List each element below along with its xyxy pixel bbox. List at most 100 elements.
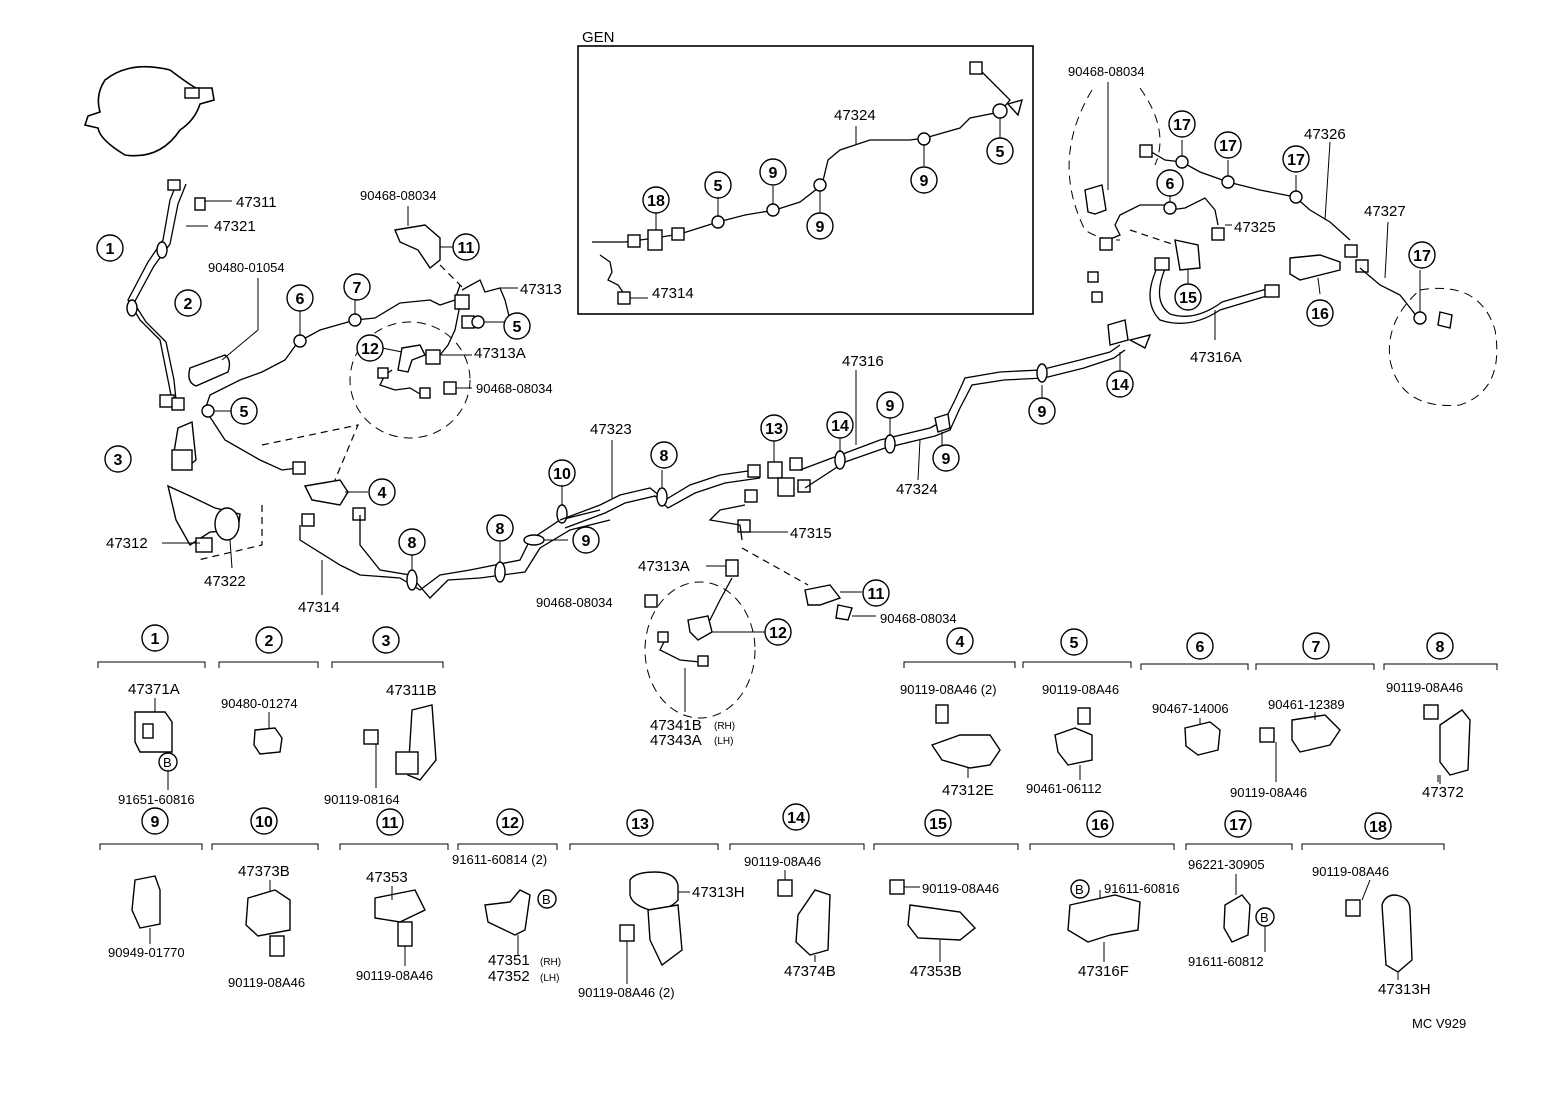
callout-circle-c17b xyxy=(1214,131,1242,159)
callout-circle-c9c xyxy=(1028,397,1056,425)
front-left-pipes xyxy=(126,179,232,411)
callout-number-c3: 3 xyxy=(114,452,123,469)
detail-18-part: 90119-08A46 xyxy=(1312,864,1389,879)
callout-number-g9a: 9 xyxy=(769,165,778,182)
callout-circle-g9b xyxy=(806,212,834,240)
callout-number-d5: 5 xyxy=(1070,635,1079,652)
detail-4-part2: 47312E xyxy=(942,782,994,799)
bracket-11-lower xyxy=(804,584,876,621)
label-47322: 47322 xyxy=(204,573,246,590)
callout-circle-c13 xyxy=(760,414,788,442)
callout-number-g9c: 9 xyxy=(920,173,929,190)
callout-c9c: 9 xyxy=(1028,397,1056,425)
detail-16-part: 91611-60816 xyxy=(1104,881,1180,896)
callout-circle-c5b xyxy=(503,312,531,340)
callout-circle-c12b xyxy=(764,618,792,646)
callout-d13: 13 xyxy=(626,809,654,837)
callout-c17c: 17 xyxy=(1282,145,1310,173)
detail-17-bolt: B xyxy=(1260,910,1269,925)
callout-number-c17d: 17 xyxy=(1413,248,1431,265)
label-90468-08034-b: 90468-08034 xyxy=(476,381,553,396)
callout-d5: 5 xyxy=(1060,628,1088,656)
callout-c17a: 17 xyxy=(1168,110,1196,138)
callout-circle-c1 xyxy=(96,234,124,262)
callout-c7: 7 xyxy=(343,273,371,301)
callout-d12: 12 xyxy=(496,808,524,836)
detail-6-part: 90467-14006 xyxy=(1152,701,1229,716)
callout-number-c17a: 17 xyxy=(1173,117,1191,134)
callout-circle-c11b xyxy=(862,579,890,607)
callout-c12b: 12 xyxy=(764,618,792,646)
label-90480-01054: 90480-01054 xyxy=(208,260,285,275)
label-47311: 47311 xyxy=(236,194,277,211)
callout-circle-c7 xyxy=(343,273,371,301)
callout-number-c9a: 9 xyxy=(582,533,591,550)
callout-g9c: 9 xyxy=(910,166,938,194)
label-47343A: 47343A xyxy=(650,732,702,749)
label-47327: 47327 xyxy=(1364,203,1406,220)
callout-c9a: 9 xyxy=(572,526,600,554)
callout-number-c6: 6 xyxy=(296,291,305,308)
callout-c10: 10 xyxy=(548,459,576,487)
callout-number-c8a: 8 xyxy=(408,535,417,552)
main-pipe-left xyxy=(201,284,461,471)
callout-c9d: 9 xyxy=(932,444,960,472)
callout-number-c17c: 17 xyxy=(1287,152,1305,169)
detail-12-part3-side: (LH) xyxy=(540,973,559,984)
callout-number-d13: 13 xyxy=(631,816,649,833)
detail-7-part: 90461-12389 xyxy=(1268,697,1345,712)
callout-d6: 6 xyxy=(1186,632,1214,660)
detail-9-part: 90949-01770 xyxy=(108,945,185,960)
callout-circle-d10 xyxy=(250,807,278,835)
callout-c6r: 6 xyxy=(1156,169,1184,197)
callout-circle-d6 xyxy=(1186,632,1214,660)
detail-7-part2: 90119-08A46 xyxy=(1230,785,1307,800)
detail-12-part3: 47352 xyxy=(488,968,530,985)
detail-3-part2: 90119-08164 xyxy=(324,792,400,807)
label-90468-08034-a: 90468-08034 xyxy=(360,188,437,203)
callout-circle-c8b xyxy=(486,514,514,542)
detail-13-part: 47313H xyxy=(692,884,745,901)
detail-14-part: 90119-08A46 xyxy=(744,854,821,869)
callout-number-c11b: 11 xyxy=(868,586,885,603)
detail-12-part2: 47351 xyxy=(488,952,530,969)
detail-14-part2: 47374B xyxy=(784,963,836,980)
callout-c14b: 14 xyxy=(1106,370,1134,398)
callout-number-c12b: 12 xyxy=(769,625,787,642)
callout-circle-g9c xyxy=(910,166,938,194)
callout-c16: 16 xyxy=(1306,299,1334,327)
label-gen-47314: 47314 xyxy=(652,285,694,302)
callout-number-c9b: 9 xyxy=(886,398,895,415)
label-47313: 47313 xyxy=(520,281,562,298)
callout-circle-c5a xyxy=(230,397,258,425)
callout-circle-d9 xyxy=(141,807,169,835)
callout-c17b: 17 xyxy=(1214,131,1242,159)
pipe-47314 xyxy=(299,486,611,599)
detail-box-labels: 47371A B 91651-60816 90480-01274 47311B … xyxy=(108,680,1464,1000)
callout-circle-d8 xyxy=(1426,632,1454,660)
callout-circle-d7 xyxy=(1302,632,1330,660)
label-47321: 47321 xyxy=(214,218,256,235)
callout-number-d18: 18 xyxy=(1369,819,1387,836)
callout-circle-d1 xyxy=(141,624,169,652)
callout-circle-c4 xyxy=(368,478,396,506)
callout-number-c2: 2 xyxy=(184,296,193,313)
callout-d17: 17 xyxy=(1224,810,1252,838)
callout-circle-c2 xyxy=(174,289,202,317)
detail-8-part2: 47372 xyxy=(1422,784,1464,801)
detail-1-part: 47371A xyxy=(128,681,180,698)
callout-number-g9b: 9 xyxy=(816,219,825,236)
label-90468-08034-c: 90468-08034 xyxy=(536,595,613,610)
callout-d15: 15 xyxy=(924,809,952,837)
callout-number-d6: 6 xyxy=(1196,639,1205,656)
callout-d4: 4 xyxy=(946,627,974,655)
callout-d3: 3 xyxy=(372,626,400,654)
callout-circle-d16 xyxy=(1086,810,1114,838)
label-47312: 47312 xyxy=(106,535,148,552)
detail-10-part: 47373B xyxy=(238,863,290,880)
callout-circle-c14a xyxy=(826,411,854,439)
callout-d2: 2 xyxy=(255,626,283,654)
callout-circle-c17c xyxy=(1282,145,1310,173)
callout-number-c1: 1 xyxy=(106,241,115,258)
callout-circle-d12 xyxy=(496,808,524,836)
